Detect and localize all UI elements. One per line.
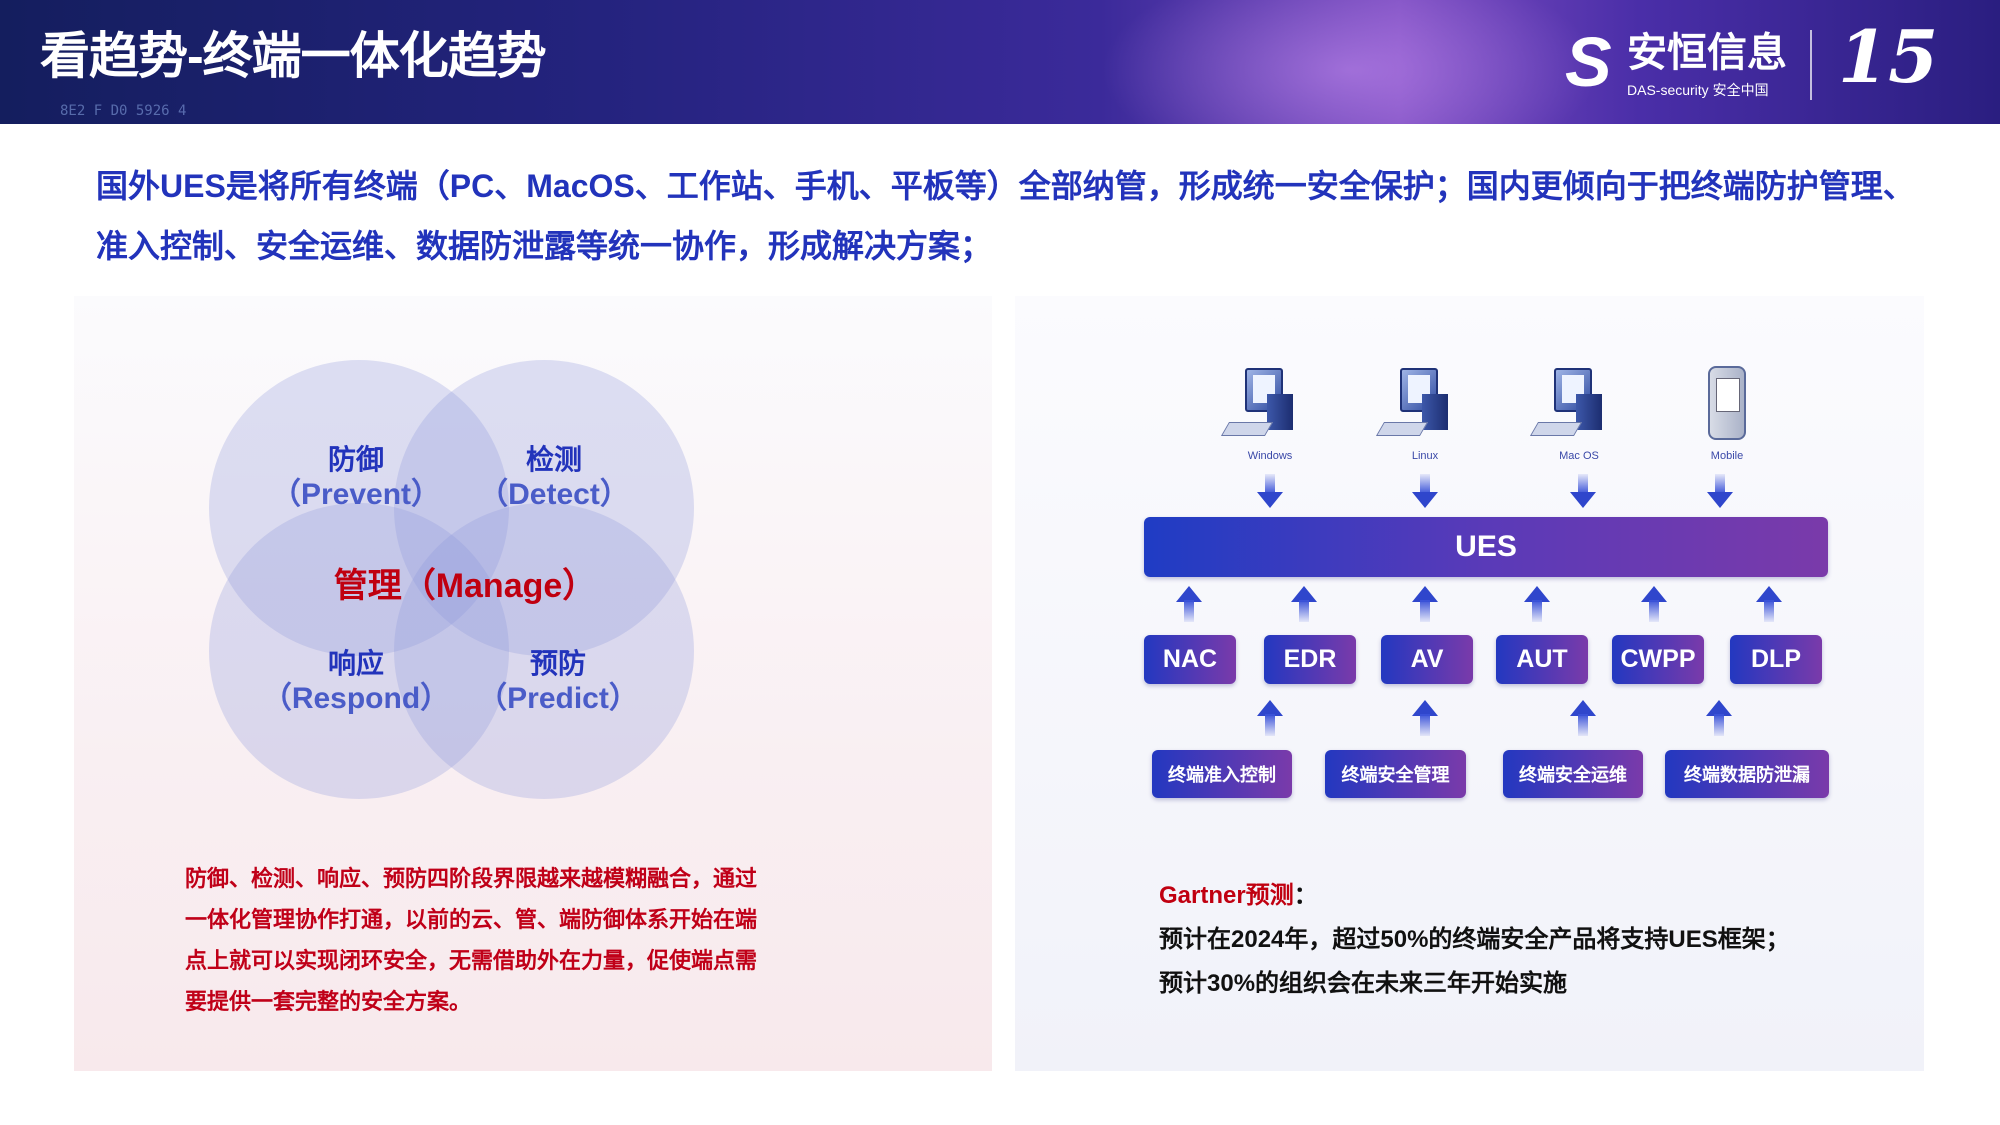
logo-divider <box>1810 30 1812 100</box>
venn-circle-predict <box>394 503 694 799</box>
gartner-forecast: Gartner预测： 预计在2024年，超过50%的终端安全产品将支持UES框架… <box>1159 874 1790 1006</box>
device-label: Windows <box>1247 450 1293 462</box>
device-linux: Linux <box>1370 366 1480 462</box>
module-av: AV <box>1381 635 1473 684</box>
left-panel <box>74 296 992 1071</box>
venn-label-predict: 预防（Predict） <box>461 646 655 716</box>
logo-text-cn: 安恒信息 <box>1627 31 1787 75</box>
module-aut: AUT <box>1496 635 1588 684</box>
device-label: Mac OS <box>1559 450 1599 462</box>
device-mobile: Mobile <box>1672 366 1782 462</box>
venn-center-manage: 管理（Manage） <box>333 567 597 605</box>
desktop-pc-icon <box>1215 366 1325 444</box>
detect-cn: 检测 <box>525 444 582 475</box>
logo-text-en: DAS-security 安全中国 <box>1627 82 1769 98</box>
prevent-cn: 防御 <box>327 444 384 475</box>
mobile-device-icon <box>1672 366 1782 444</box>
respond-en: （Respond） <box>261 682 451 715</box>
gartner-line-1: 预计在2024年，超过50%的终端安全产品将支持UES框架； <box>1159 926 1790 953</box>
predict-en: （Predict） <box>477 682 639 715</box>
venn-label-respond: 响应（Respond） <box>259 646 453 716</box>
logo-mark-icon: S <box>1565 23 1612 101</box>
desktop-pc-icon <box>1524 366 1634 444</box>
left-description: 防御、检测、响应、预防四阶段界限越来越模糊融合，通过一体化管理协作打通，以前的云… <box>185 866 758 1014</box>
module-cwpp: CWPP <box>1612 635 1704 684</box>
header-banner: 8E2 F D0 5926 4 看趋势-终端一体化趋势 S 安恒信息 DAS-s… <box>0 0 2000 124</box>
venn-circle-prevent <box>209 360 509 656</box>
function-data-leak-prevention: 终端数据防泄漏 <box>1665 750 1829 798</box>
gartner-colon: ： <box>1293 882 1318 909</box>
gartner-title: Gartner预测 <box>1159 882 1294 909</box>
detect-en: （Detect） <box>478 478 630 511</box>
banner-glow <box>1100 0 1600 124</box>
intro-paragraph: 国外UES是将所有终端（PC、MacOS、工作站、手机、平板等）全部纳管，形成统… <box>96 168 1915 264</box>
venn-label-detect: 检测（Detect） <box>457 442 651 512</box>
module-edr: EDR <box>1264 635 1356 684</box>
respond-cn: 响应 <box>327 648 384 679</box>
module-dlp: DLP <box>1730 635 1822 684</box>
function-security-operations: 终端安全运维 <box>1503 750 1643 798</box>
prevent-en: （Prevent） <box>270 478 442 511</box>
desktop-pc-icon <box>1370 366 1480 444</box>
background-codes: 8E2 F D0 5926 4 <box>60 103 187 119</box>
venn-circle-detect <box>394 360 694 656</box>
device-label: Mobile <box>1710 450 1744 462</box>
ues-bar: UES <box>1144 517 1828 577</box>
function-security-management: 终端安全管理 <box>1325 750 1466 798</box>
anniversary-logo: 15 <box>1838 14 1939 99</box>
venn-label-prevent: 防御（Prevent） <box>259 442 453 512</box>
gartner-line-2: 预计30%的组织会在未来三年开始实施 <box>1159 970 1568 997</box>
venn-circle-respond <box>209 503 509 799</box>
predict-cn: 预防 <box>529 648 586 679</box>
device-label: Linux <box>1411 450 1439 462</box>
device-macos: Mac OS <box>1524 366 1634 462</box>
module-nac: NAC <box>1144 635 1236 684</box>
device-windows: Windows <box>1215 366 1325 462</box>
function-access-control: 终端准入控制 <box>1152 750 1292 798</box>
page-title: 看趋势-终端一体化趋势 <box>40 28 547 84</box>
